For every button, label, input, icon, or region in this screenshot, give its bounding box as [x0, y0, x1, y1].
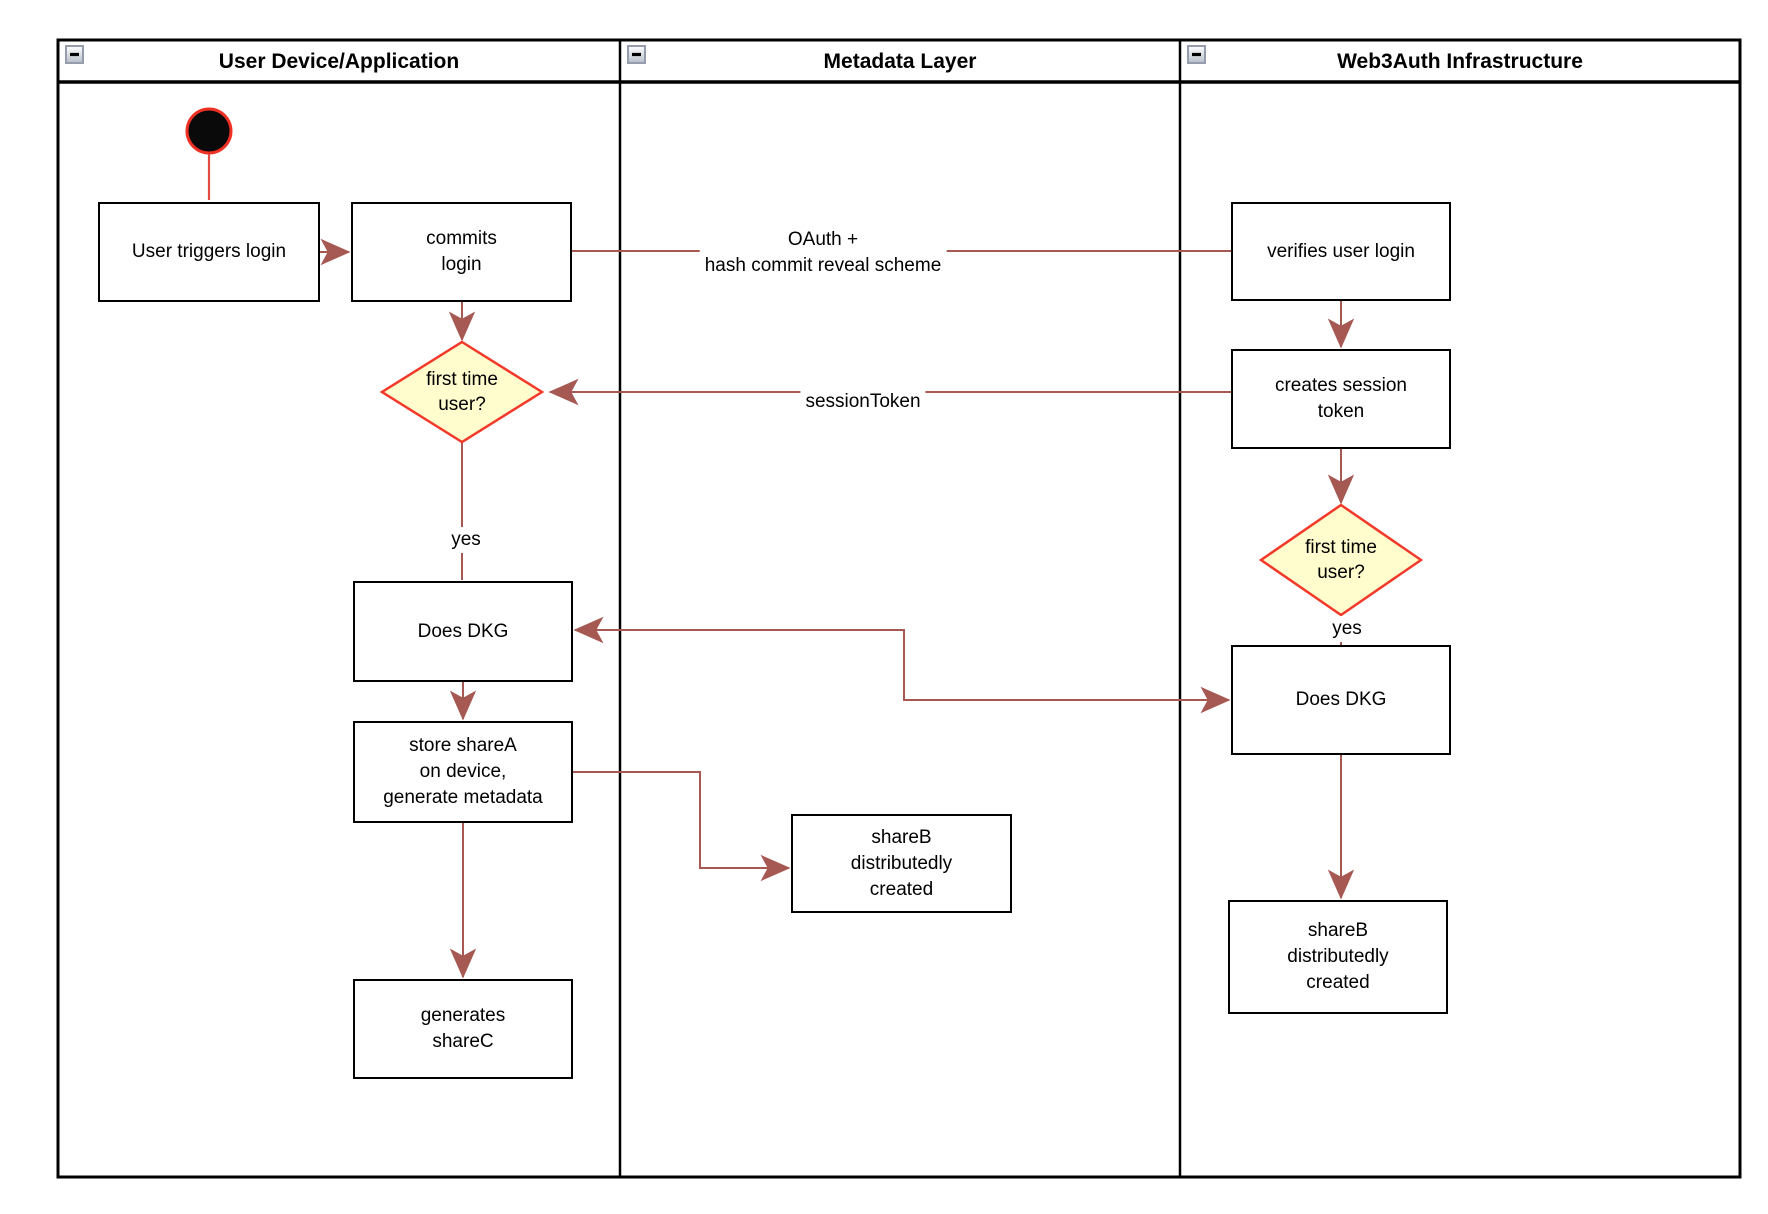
collapse-icon[interactable] — [1187, 45, 1206, 64]
pool-frame — [56, 38, 1742, 1179]
node-creates-session-token[interactable]: creates session token — [1231, 349, 1451, 449]
collapse-icon[interactable] — [627, 45, 646, 64]
decision-label-first-time-user-right: first time user? — [1305, 537, 1377, 583]
decision-label-first-time-user-left: first time user? — [426, 369, 498, 415]
node-does-dkg-left[interactable]: Does DKG — [353, 581, 573, 682]
edge-label-oauth: OAuth + hash commit reveal scheme — [699, 227, 947, 279]
decision-first-time-user-left[interactable] — [379, 340, 545, 444]
node-generates-sharec[interactable]: generates shareC — [353, 979, 573, 1079]
node-shareb-metadata[interactable]: shareB distributedly created — [791, 814, 1012, 913]
edge-label-yes-right: yes — [1327, 616, 1367, 642]
node-commits-login[interactable]: commits login — [351, 202, 572, 302]
lane-title-metadata-layer: Metadata Layer — [823, 50, 977, 73]
node-shareb-right[interactable]: shareB distributedly created — [1228, 900, 1448, 1014]
start-node[interactable] — [185, 107, 233, 155]
edge-dkg-bidirectional — [573, 616, 1231, 714]
edge-store-sharea-to-shareb-metadata — [573, 771, 791, 882]
collapse-icon[interactable] — [65, 45, 84, 64]
node-user-triggers-login[interactable]: User triggers login — [98, 202, 320, 302]
decision-first-time-user-right[interactable] — [1258, 503, 1424, 617]
node-store-sharea[interactable]: store shareA on device, generate metadat… — [353, 721, 573, 823]
edge-label-yes-left: yes — [446, 527, 486, 553]
lane-title-web3auth: Web3Auth Infrastructure — [1337, 50, 1583, 73]
lane-title-user-device: User Device/Application — [218, 50, 460, 73]
node-does-dkg-right[interactable]: Does DKG — [1231, 645, 1451, 755]
node-verifies-user-login[interactable]: verifies user login — [1231, 202, 1451, 301]
edge-label-sessiontoken: sessionToken — [800, 389, 926, 415]
